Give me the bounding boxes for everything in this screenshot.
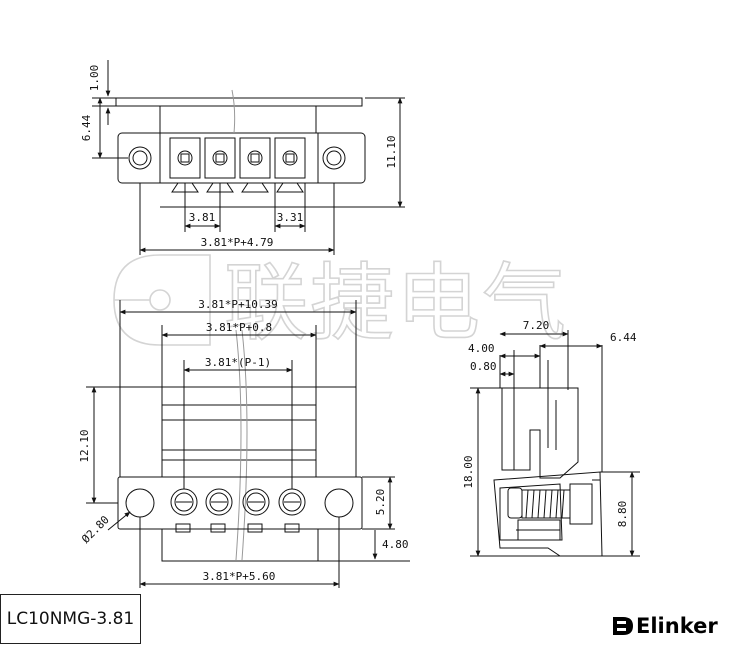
dim-top-span: 3.81*P+4.79 bbox=[201, 236, 274, 249]
dim-top-3-81: 3.81 bbox=[189, 211, 216, 224]
dim-front-total: 3.81*P+10.39 bbox=[198, 298, 277, 311]
part-number-label: LC10NMG-3.81 bbox=[0, 594, 141, 644]
dim-side-6-44: 6.44 bbox=[610, 331, 637, 344]
brand-mark: Elinker bbox=[612, 612, 718, 640]
dim-side-7-20: 7.20 bbox=[523, 319, 550, 332]
dim-top-1-00: 1.00 bbox=[88, 65, 101, 92]
elinker-logo-icon bbox=[613, 617, 633, 635]
brand-name: Elinker bbox=[636, 614, 718, 638]
dim-front-pitch: 3.81*(P-1) bbox=[205, 356, 271, 369]
dim-front-4-80: 4.80 bbox=[382, 538, 409, 551]
dim-front-5-20: 5.20 bbox=[374, 489, 387, 516]
dim-top-6-44: 6.44 bbox=[80, 114, 93, 141]
top-view bbox=[92, 60, 405, 255]
dim-top-11-10: 11.10 bbox=[385, 135, 398, 168]
dim-front-bottom: 3.81*P+5.60 bbox=[203, 570, 276, 583]
front-view bbox=[86, 300, 410, 588]
dim-side-4-00: 4.00 bbox=[468, 342, 495, 355]
top-terminal-cells bbox=[169, 137, 306, 193]
dim-front-body: 3.81*P+0.8 bbox=[206, 321, 272, 334]
dim-side-8-80: 8.80 bbox=[616, 501, 629, 528]
part-number-text: LC10NMG-3.81 bbox=[6, 609, 135, 629]
dim-side-0-80: 0.80 bbox=[470, 360, 497, 373]
side-screw-thread bbox=[521, 489, 571, 519]
dim-front-12-10: 12.10 bbox=[78, 429, 91, 462]
dim-top-3-31: 3.31 bbox=[277, 211, 304, 224]
dim-side-18-00: 18.00 bbox=[462, 455, 475, 488]
side-view bbox=[470, 330, 640, 557]
front-screws bbox=[170, 488, 306, 533]
dim-front-dia: Ø2.80 bbox=[79, 513, 112, 546]
